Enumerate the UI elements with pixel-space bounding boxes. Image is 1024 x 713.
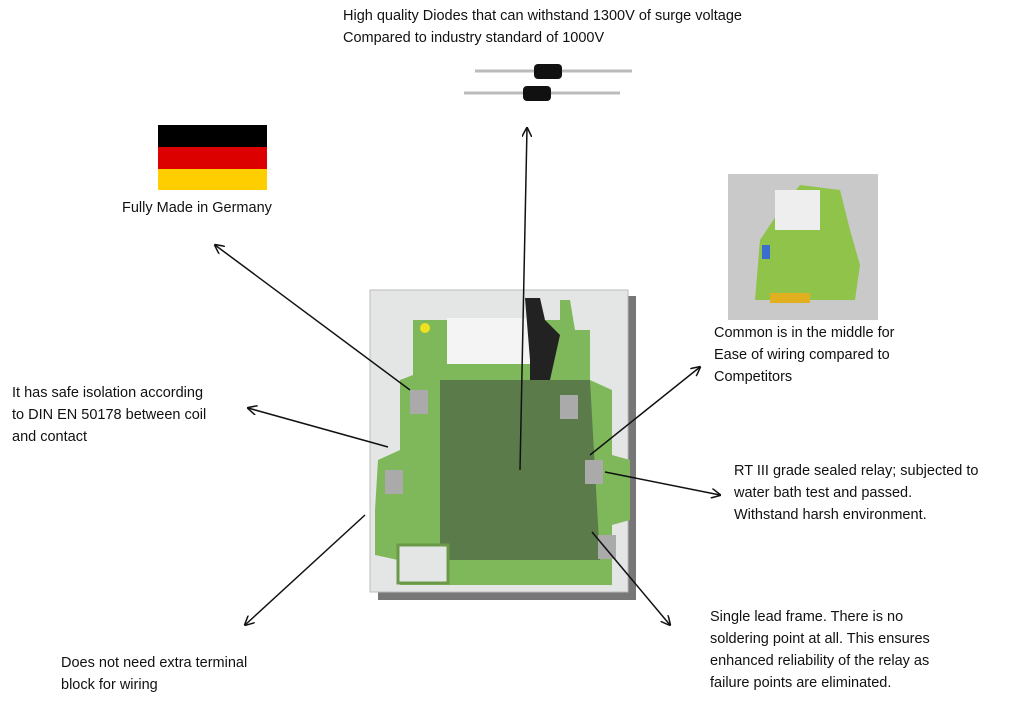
note-line: Common is in the middle for — [714, 325, 895, 341]
arrow-lead-frame — [591, 531, 670, 625]
isolation-note: It has safe isolation according to DIN E… — [12, 382, 206, 448]
note-line: It has safe isolation according — [12, 385, 204, 401]
note-line: block for wiring — [61, 677, 158, 693]
germany-note: Fully Made in Germany — [122, 197, 272, 219]
arrow-common — [589, 367, 700, 456]
sealed-note: RT III grade sealed relay; subjected to … — [734, 460, 979, 526]
note-line: High quality Diodes that can withstand 1… — [343, 8, 742, 24]
note-line: Withstand harsh environment. — [734, 507, 927, 523]
note-line: to DIN EN 50178 between coil — [12, 407, 207, 423]
common-note: Common is in the middle for Ease of wiri… — [714, 322, 895, 388]
note-line: enhanced reliability of the relay as — [710, 653, 930, 669]
lead-frame-note: Single lead frame. There is no soldering… — [710, 606, 930, 694]
arrow-terminal — [245, 514, 366, 625]
note-line: Ease of wiring compared to — [714, 347, 890, 363]
note-line: Competitors — [714, 369, 793, 385]
diodes-note: High quality Diodes that can withstand 1… — [343, 5, 742, 49]
arrow-germany — [215, 245, 411, 391]
note-line: Compared to industry standard of 1000V — [343, 30, 605, 46]
arrow-diodes — [519, 128, 527, 471]
arrow-isolation — [248, 408, 389, 448]
terminal-note: Does not need extra terminal block for w… — [61, 652, 247, 696]
note-line: and contact — [12, 429, 87, 445]
note-line: RT III grade sealed relay; subjected to — [734, 463, 979, 479]
relay-module-photo — [728, 174, 878, 320]
note-line: soldering point at all. This ensures — [710, 631, 930, 647]
german-flag — [158, 125, 267, 190]
note-line: water bath test and passed. — [734, 485, 913, 501]
note-line: Fully Made in Germany — [122, 200, 272, 216]
diodes-photo — [464, 64, 632, 101]
note-line: failure points are eliminated. — [710, 675, 892, 691]
relay-pcb-photo — [369, 289, 636, 600]
note-line: Single lead frame. There is no — [710, 609, 904, 625]
note-line: Does not need extra terminal — [61, 655, 248, 671]
arrow-sealed — [604, 471, 720, 495]
